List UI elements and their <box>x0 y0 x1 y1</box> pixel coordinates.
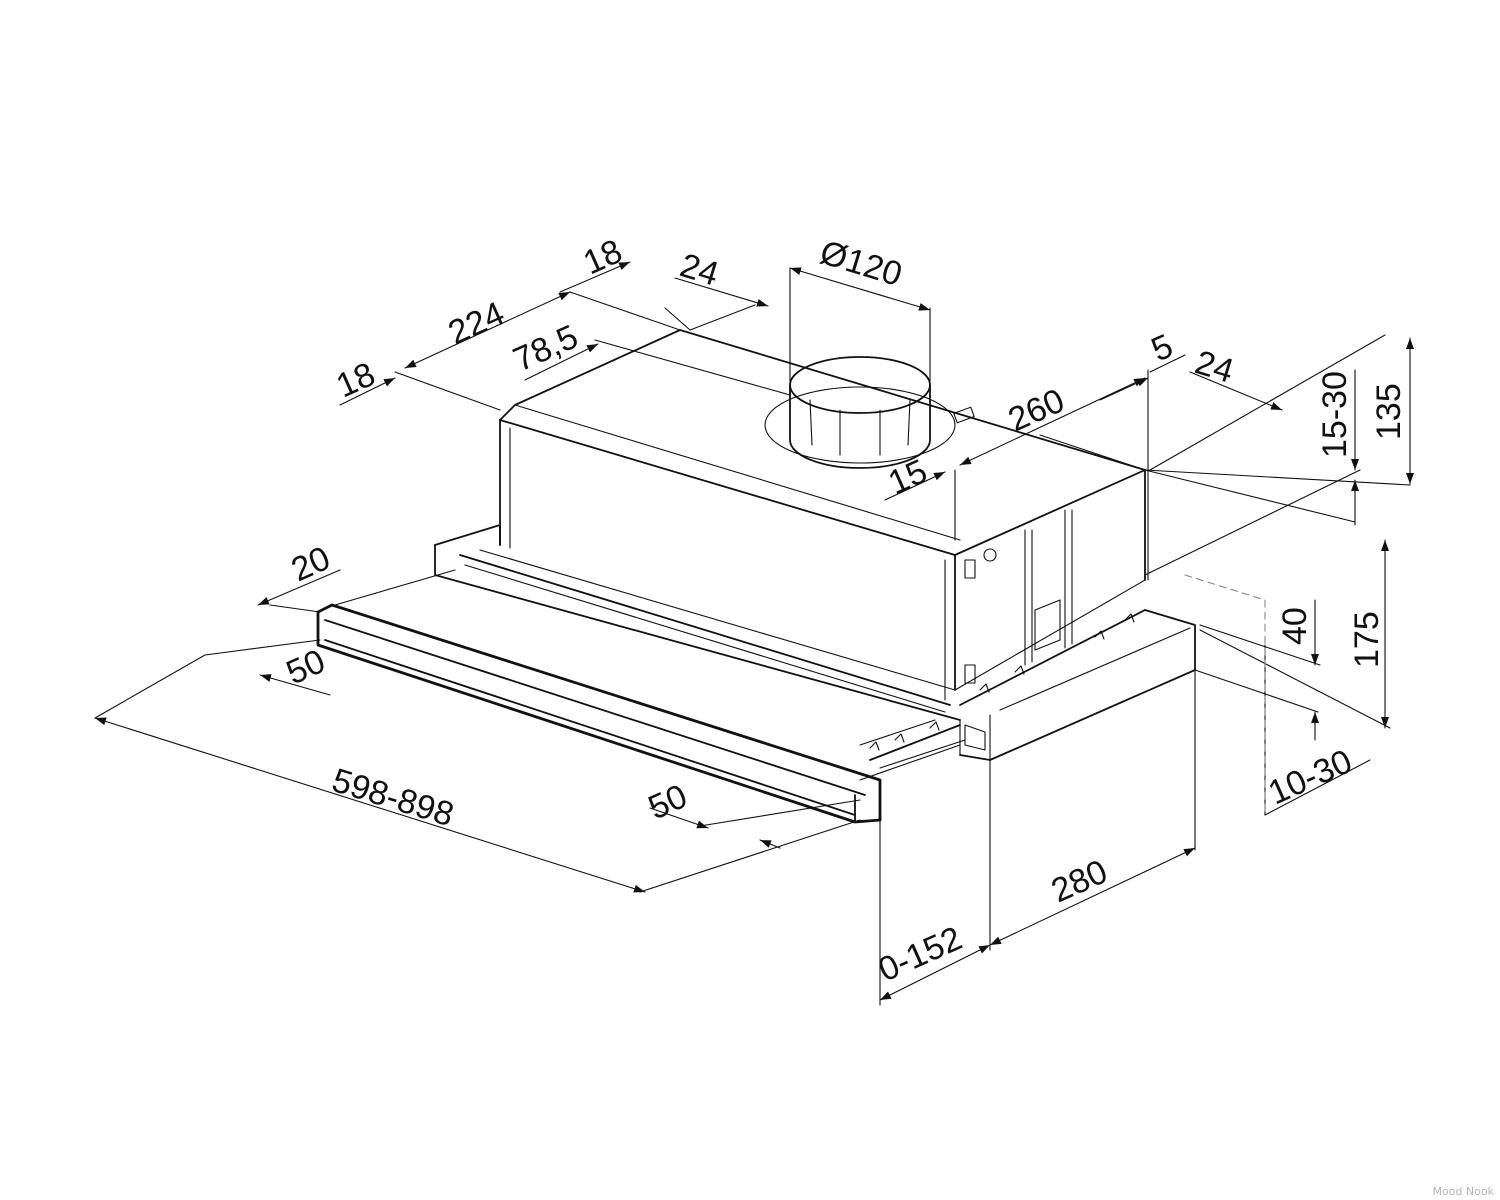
dim-20: 20 <box>286 539 336 589</box>
dim-50-left: 50 <box>281 642 331 692</box>
dim-40: 40 <box>1276 607 1314 645</box>
dim-18-left: 18 <box>331 355 381 405</box>
dimension-lines <box>94 261 1414 1001</box>
extension-lines <box>94 267 1411 1006</box>
hidden-line <box>1184 574 1266 816</box>
dim-24-top: 24 <box>676 246 723 293</box>
dim-24-right: 24 <box>1191 343 1238 390</box>
dim-0-152: 0-152 <box>873 919 968 989</box>
dim-224: 224 <box>443 295 510 353</box>
dim-598-898: 598-898 <box>328 761 458 834</box>
watermark: Mood Nook <box>1432 1185 1495 1198</box>
dim-18-top: 18 <box>578 232 628 282</box>
duct-collar <box>764 356 956 469</box>
dim-280: 280 <box>1046 853 1113 911</box>
dim-10-30: 10-30 <box>1263 742 1358 812</box>
dim-135: 135 <box>1370 383 1408 440</box>
dim-15-30: 15-30 <box>1316 371 1354 458</box>
dim-5: 5 <box>1146 327 1179 369</box>
dim-175: 175 <box>1348 611 1386 668</box>
dim-diameter-120: Ø120 <box>816 233 907 294</box>
dim-15: 15 <box>883 452 933 502</box>
dimension-labels: 18 224 18 24 78,5 Ø120 5 24 260 15 15-30… <box>281 232 1408 989</box>
